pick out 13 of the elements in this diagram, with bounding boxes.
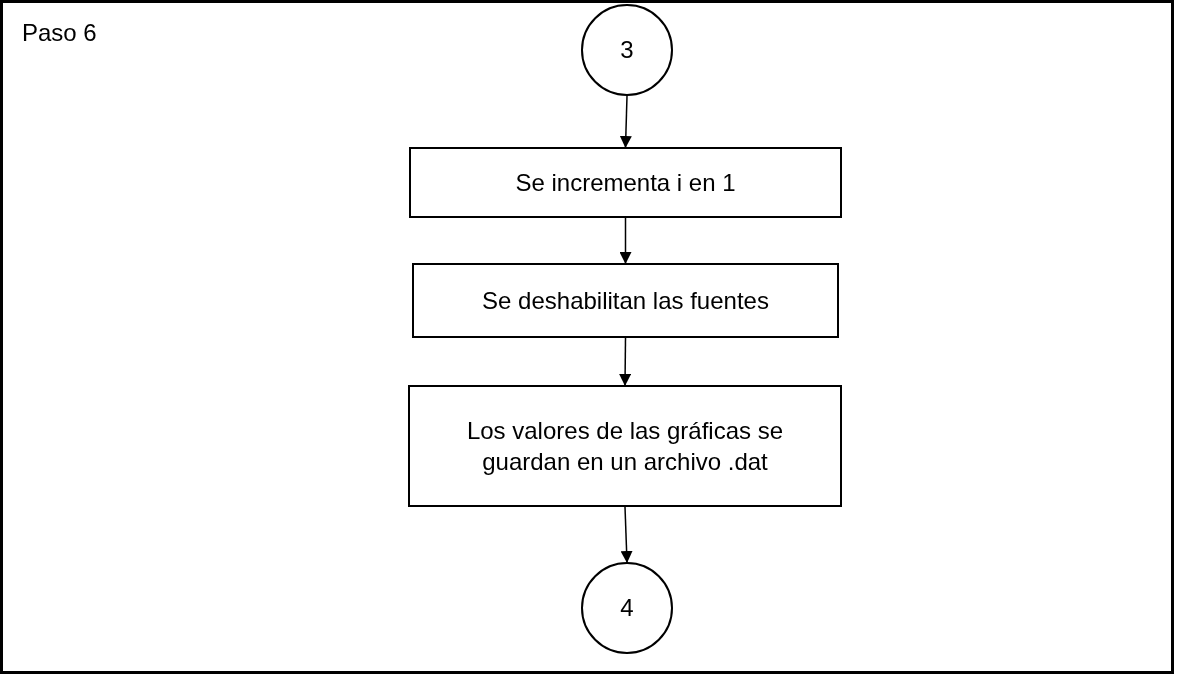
node-text: Se deshabilitan las fuentes [482,285,769,316]
arrow [619,337,632,386]
process-box [412,263,839,338]
arrow [619,95,632,148]
node-text: Se incrementa i en 1 [515,167,736,198]
step-title: Paso 6 [22,18,97,48]
node-text: 4 [620,593,634,624]
arrow [620,506,633,563]
process-box [409,147,842,218]
arrow [619,217,632,264]
process-box [408,385,842,507]
node-text: 3 [620,35,634,66]
node-text: Los valores de las gráficas se guardan en un archivo .dat [465,415,785,477]
